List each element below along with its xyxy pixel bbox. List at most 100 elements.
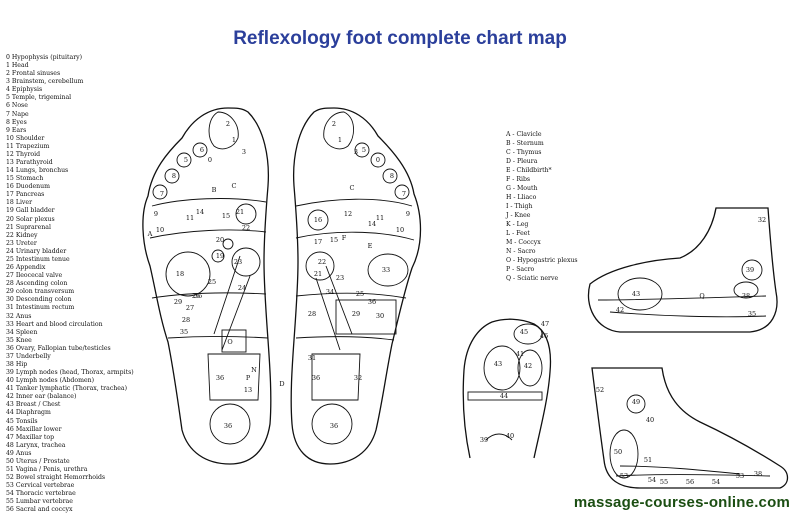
zone-label: 26 [192, 292, 200, 300]
legend-row: B - Sternum [506, 140, 544, 147]
zone-label: 32 [354, 374, 362, 382]
legend-row: 7 Nape [6, 110, 29, 118]
legend-row: 24 Urinary bladder [6, 247, 67, 255]
zone-label: 34 [326, 288, 334, 296]
legend-row: 47 Maxillar top [6, 433, 55, 441]
zone-label: 28 [182, 316, 190, 324]
zone-label: 23 [336, 274, 344, 282]
zone-label: 39 [746, 266, 754, 274]
zone-label: 29 [352, 310, 360, 318]
legend-row: 38 Hip [6, 360, 28, 368]
legend-row: 31 Intestinum rectum [6, 304, 75, 312]
legend-row: 36 Ovary, Fallopian tube/testicles [6, 344, 111, 352]
zone-label: 9 [406, 210, 410, 218]
legend-row: 14 Lungs, bronchus [6, 167, 69, 175]
zone-label: 30 [376, 312, 384, 320]
zone-label: 49 [632, 398, 640, 406]
zone-label: 7 [160, 190, 164, 198]
legend-row: O - Hypogastric plexus [506, 257, 578, 264]
right-sole-map [290, 107, 422, 465]
zone-label: 36 [330, 422, 338, 430]
zone-label: 3 [242, 148, 246, 156]
zone-label: 14 [196, 208, 204, 216]
zone-label: 38 [754, 470, 762, 478]
zone-label: 44 [500, 392, 508, 400]
legend-row: 4 Epiphysis [6, 86, 43, 94]
legend-row: 48 Larynx, trachea [6, 441, 66, 449]
legend-row: 11 Trapezium [6, 142, 50, 150]
front-foot-map [462, 318, 552, 459]
zone-label: 32 [758, 216, 766, 224]
zone-label: 40 [646, 416, 654, 424]
legend-row: I - Thigh [506, 203, 533, 210]
zone-label: Q [699, 292, 704, 300]
zone-label: E [368, 242, 373, 250]
zone-label: 54 [648, 476, 656, 484]
zone-label: 8 [172, 172, 176, 180]
zone-label: 21 [314, 270, 322, 278]
legend-row: 5 Temple, trigeminal [6, 94, 72, 102]
legend-row: 22 Kidney [6, 231, 38, 239]
zone-label: 14 [368, 220, 376, 228]
zone-label: 36 [216, 374, 224, 382]
zone-label: 40 [506, 432, 514, 440]
zone-label: 2 [226, 120, 230, 128]
legend-row: J - Knee [506, 212, 531, 219]
legend-row: 51 Vagina / Penis, urethra [6, 465, 88, 473]
legend-row: 32 Anus [6, 312, 32, 320]
zone-label: 1 [232, 136, 236, 144]
zone-label: 28 [308, 310, 316, 318]
legend-row: 50 Uterus / Prostate [6, 457, 70, 465]
page-title: Reflexology foot complete chart map [233, 28, 567, 49]
zone-label: 42 [616, 306, 624, 314]
legend-row: 49 Anus [6, 449, 32, 457]
legend-row: C - Thymus [506, 149, 542, 156]
zone-label: 36 [312, 374, 320, 382]
left-sole-map [142, 107, 272, 465]
zone-label: 8 [390, 172, 394, 180]
legend-row: D - Pleura [506, 158, 538, 165]
legend-row: N - Sacro [506, 248, 536, 255]
zone-label: D [279, 380, 284, 388]
zone-label: 22 [242, 224, 250, 232]
legend-row: 23 Ureter [6, 239, 37, 247]
legend-row: 2 Frontal sinuses [6, 70, 61, 78]
side-foot-bottom-map [591, 367, 789, 489]
zone-label: 41 [516, 350, 524, 358]
zone-label: 53 [620, 472, 628, 480]
legend-row: 42 Inner ear (balance) [6, 393, 77, 401]
legend-row: L - Feet [506, 230, 530, 237]
legend-row: E - Childbirth* [506, 167, 552, 174]
zone-label: 21 [236, 208, 244, 216]
legend-row: 3 Brainstem, cerebellum [6, 78, 84, 86]
zone-label: 10 [156, 226, 164, 234]
zone-label: 46 [540, 332, 548, 340]
legend-row: 26 Appendix [6, 264, 46, 272]
legend-row: 25 Intestinum tenue [6, 255, 70, 263]
zone-label: 29 [174, 298, 182, 306]
legend-row: P - Sacro [506, 266, 535, 273]
legend-row: 0 Hypophysis (pituitary) [6, 54, 83, 61]
zone-label: B [212, 186, 217, 194]
legend-row: F - Ribs [506, 176, 531, 183]
legend-row: 21 Suprarenal [6, 223, 51, 231]
zone-label: 27 [186, 304, 194, 312]
zone-label: 43 [632, 290, 640, 298]
legend-row: M - Coccyx [506, 239, 541, 246]
zone-label: 15 [222, 212, 230, 220]
legend-row: 19 Gall bladder [6, 207, 55, 215]
zone-label: 51 [644, 456, 652, 464]
legend-row: 39 Lymph nodes (head, Thorax, armpits) [6, 369, 134, 377]
legend-row: 18 Liver [6, 199, 33, 207]
zone-label: 47 [541, 320, 549, 328]
zone-label: O [227, 338, 232, 346]
legend-row: 1 Head [6, 62, 29, 70]
zone-label: F [342, 234, 347, 242]
zone-label: 43 [494, 360, 502, 368]
zone-label: 31 [308, 354, 316, 362]
legend-row: 55 Lumbar vertebrae [6, 498, 73, 506]
legend-row: 13 Parathyroid [6, 159, 53, 167]
